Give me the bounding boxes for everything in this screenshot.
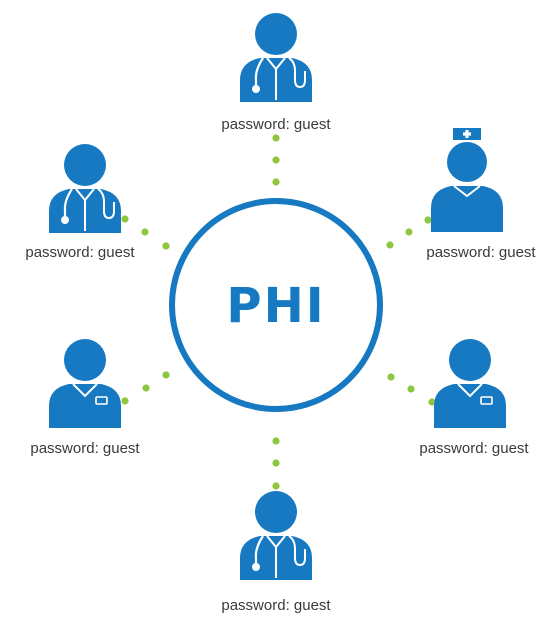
stethoscope-right <box>97 188 115 220</box>
stethoscope-chestpiece <box>61 216 69 224</box>
doctor-icon <box>49 144 121 233</box>
phi-circle <box>169 198 383 412</box>
connector-dot <box>424 216 432 224</box>
connector-upper-right <box>386 216 432 249</box>
connector-dot <box>141 228 149 236</box>
doctor-icon <box>240 13 312 102</box>
connectors <box>121 134 436 490</box>
phi-hub: PHI <box>169 198 383 412</box>
node-label: password: guest <box>426 244 536 261</box>
connector-dot <box>407 385 415 393</box>
doctor-icon <box>240 491 312 580</box>
torso-shape <box>49 384 121 428</box>
phi-label: PHI <box>226 278 325 334</box>
connector-dot <box>121 397 129 405</box>
connector-dot <box>162 371 170 379</box>
head-shape <box>255 491 297 533</box>
torso-shape <box>434 384 506 428</box>
head-shape <box>64 144 106 186</box>
collar-shape <box>457 383 483 398</box>
head-shape <box>447 142 487 182</box>
stethoscope-left <box>254 535 264 564</box>
connector-top <box>272 134 280 186</box>
head-shape <box>449 339 491 381</box>
connector-dot <box>405 228 413 236</box>
stethoscope-left <box>63 188 73 217</box>
staff-icon <box>434 339 506 428</box>
stethoscope-right <box>288 535 306 567</box>
staff-icon <box>49 339 121 428</box>
node-label: password: guest <box>25 244 135 261</box>
node-label: password: guest <box>221 116 331 133</box>
stethoscope-right <box>288 57 306 89</box>
nurse-icon <box>431 128 503 232</box>
head-shape <box>255 13 297 55</box>
connector-bottom <box>272 437 280 490</box>
stethoscope-left <box>254 57 264 86</box>
badge-shape <box>480 396 493 405</box>
connector-dot <box>272 134 280 142</box>
node-top: password: guest <box>221 13 331 133</box>
badge-shape <box>95 396 108 405</box>
node-lower-left: password: guest <box>30 339 140 457</box>
connector-dot <box>428 398 436 406</box>
connector-upper-left <box>121 215 170 250</box>
connector-dot <box>272 156 280 164</box>
node-lower-right: password: guest <box>419 339 529 457</box>
node-bottom: password: guest <box>221 491 331 614</box>
stethoscope-chestpiece <box>252 85 260 93</box>
cross-icon <box>463 130 471 138</box>
connector-dot <box>272 437 280 445</box>
node-label: password: guest <box>221 597 331 614</box>
node-upper-right: password: guest <box>426 128 536 261</box>
connector-lower-right <box>387 373 436 406</box>
connector-dot <box>386 241 394 249</box>
connector-dot <box>272 178 280 186</box>
stethoscope-chestpiece <box>252 563 260 571</box>
node-upper-left: password: guest <box>25 144 135 261</box>
head-shape <box>64 339 106 381</box>
node-label: password: guest <box>30 440 140 457</box>
connector-dot <box>162 242 170 250</box>
connector-dot <box>142 384 150 392</box>
node-label: password: guest <box>419 440 529 457</box>
collar-shape <box>453 185 481 198</box>
connector-lower-left <box>121 371 170 405</box>
connector-dot <box>121 215 129 223</box>
connector-dot <box>272 459 280 467</box>
collar-shape <box>72 383 98 398</box>
torso-shape <box>431 186 503 232</box>
connector-dot <box>387 373 395 381</box>
connector-dot <box>272 482 280 490</box>
